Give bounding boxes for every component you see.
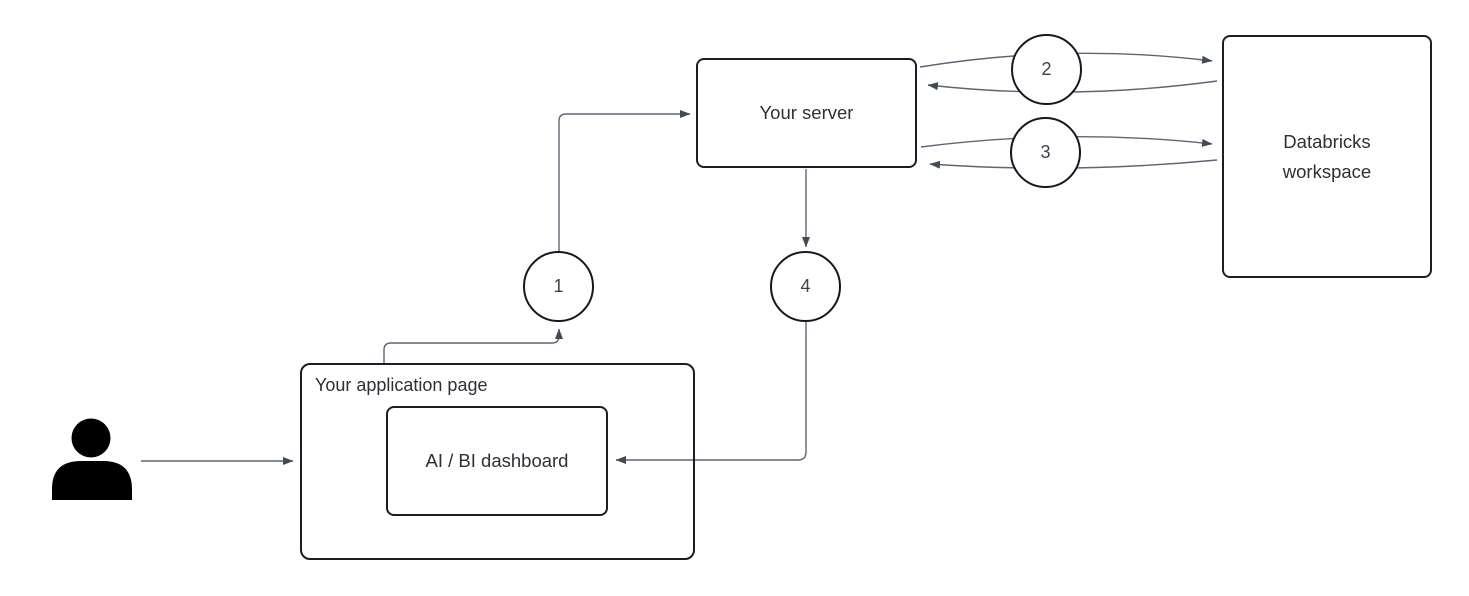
databricks-label-line2: workspace xyxy=(1282,160,1372,182)
step-3-number: 3 xyxy=(1040,142,1051,162)
step-4-number: 4 xyxy=(800,276,811,296)
dashboard-label: AI / BI dashboard xyxy=(425,450,569,471)
arrow-step4-to-dashboard xyxy=(615,322,807,464)
step-circle-2: 2 xyxy=(1011,34,1082,105)
app-page-node: Your application page xyxy=(300,363,695,560)
app-page-label: Your application page xyxy=(315,375,488,395)
server-node: Your server xyxy=(696,58,917,168)
step-circle-1: 1 xyxy=(523,251,594,322)
step-circle-3: 3 xyxy=(1010,117,1081,188)
step-1-number: 1 xyxy=(553,276,564,296)
databricks-label-line1: Databricks xyxy=(1283,130,1371,152)
databricks-node: Databricks workspace xyxy=(1222,35,1432,278)
step-2-number: 2 xyxy=(1041,59,1052,79)
dashboard-node: AI / BI dashboard xyxy=(386,406,608,516)
step-circle-4: 4 xyxy=(770,251,841,322)
arrow-step1-to-server xyxy=(558,110,691,252)
arrow-app-to-step1 xyxy=(383,328,563,363)
server-label: Your server xyxy=(759,102,854,123)
databricks-label: Databricks workspace xyxy=(1283,127,1371,187)
person-icon xyxy=(52,418,132,500)
